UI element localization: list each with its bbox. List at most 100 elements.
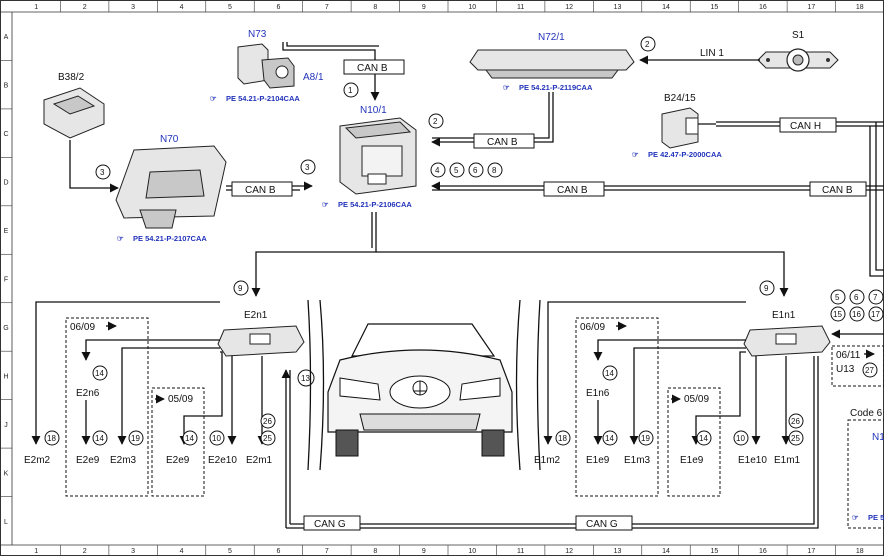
svg-text:10: 10 [736, 434, 745, 443]
e1m3-label: E1m3 [624, 455, 651, 466]
n70-overhead-control-panel[interactable]: N70 ☞ PE 54.21-P-2107CAA [115, 134, 227, 243]
e2e10-label: E2e10 [208, 455, 237, 466]
grid-column-label: 2 [83, 548, 87, 555]
grid-column-label: 15 [711, 4, 719, 11]
svg-text:5: 5 [454, 166, 459, 175]
svg-text:1: 1 [348, 86, 353, 95]
svg-text:3: 3 [100, 168, 105, 177]
can-h-label: CAN H [790, 121, 821, 132]
svg-text:27: 27 [865, 366, 874, 375]
svg-text:14: 14 [95, 434, 104, 443]
n73-module[interactable]: N73 A8/1 ☞ PE 54.21-P-2104CAA [210, 29, 324, 103]
e2n1-label: E2n1 [244, 310, 268, 321]
n72-1-ref[interactable]: PE 54.21-P-2119CAA [519, 83, 593, 92]
n10-1-ref[interactable]: PE 54.21-P-2106CAA [338, 200, 412, 209]
e1n1-label: E1n1 [772, 310, 796, 321]
can-b-n70-label: CAN B [245, 185, 276, 196]
e2e9a-label: E2e9 [76, 455, 100, 466]
grid-column-label: 12 [565, 4, 573, 11]
e1n6-label: E1n6 [586, 388, 610, 399]
grid-column-label: 16 [759, 4, 767, 11]
grid-column-label: 9 [422, 548, 426, 555]
grid-column-label: 2 [83, 4, 87, 11]
grid-column-label: 1 [34, 4, 38, 11]
svg-text:19: 19 [641, 434, 650, 443]
n70-label: N70 [160, 134, 179, 145]
n73-ref-icon: ☞ [210, 94, 217, 103]
grid-column-label: 15 [711, 548, 719, 555]
grid-row-label: K [4, 470, 9, 477]
e1n1-module[interactable]: E1n1 [743, 310, 831, 357]
n1-partial-ref[interactable]: PE 5 [868, 513, 884, 522]
s1-label: S1 [792, 30, 805, 41]
grid-row-label: H [3, 373, 8, 380]
grid-row-label: C [3, 131, 8, 138]
top-wiring: CAN B 1 CAN B 2 LIN 1 2 CAN H 3 CAN B 3 [69, 36, 884, 297]
svg-text:18: 18 [47, 434, 56, 443]
a8-1-label: A8/1 [303, 72, 324, 83]
b38-2-sensor[interactable]: B38/2 [43, 72, 105, 139]
grid-column-label: 11 [517, 548, 524, 555]
svg-text:2: 2 [433, 117, 438, 126]
n73-label: N73 [248, 29, 267, 40]
svg-text:26: 26 [263, 417, 272, 426]
svg-text:5: 5 [835, 293, 840, 302]
grid-column-label: 5 [228, 548, 232, 555]
grid-column-label: 4 [180, 548, 184, 555]
grid-column-label: 17 [807, 548, 815, 555]
n10-1-sam-module[interactable]: N10/1 ☞ PE 54.21-P-2106CAA [322, 105, 417, 209]
n1-partial-ref-icon: ☞ [852, 513, 859, 522]
svg-text:14: 14 [605, 369, 614, 378]
grid-column-label: 8 [373, 548, 377, 555]
e1e10-label: E1e10 [738, 455, 767, 466]
can-b-right-label: CAN B [822, 185, 853, 196]
e2m3-label: E2m3 [110, 455, 137, 466]
can-b-top-label: CAN B [357, 63, 388, 74]
svg-text:7: 7 [873, 293, 878, 302]
can-g-bus: CAN G CAN G [281, 356, 819, 531]
b24-15-sensor[interactable]: B24/15 ☞ PE 42.47-P-2000CAA [632, 93, 722, 159]
b24-15-label: B24/15 [664, 93, 696, 104]
b24-15-ref[interactable]: PE 42.47-P-2000CAA [648, 150, 722, 159]
grid-column-label: 8 [373, 4, 377, 11]
grid-row-label: J [4, 422, 8, 429]
b24-15-ref-icon: ☞ [632, 150, 639, 159]
svg-text:15: 15 [833, 310, 842, 319]
e2m1-label: E2m1 [246, 455, 273, 466]
grid-row-label: G [3, 325, 8, 332]
svg-text:14: 14 [699, 434, 708, 443]
right-edge-partial: 5 6 7 15 16 17 06/11 U13 27 Code 6 N1 ☞ … [830, 289, 884, 529]
left-headlamp-cluster: E2n1 06/09 05/09 14 E2n6 18 14 19 14 10 [24, 299, 312, 497]
right-headlamp-cluster: E1n1 06/09 05/09 14 E1n6 18 14 19 14 10 … [534, 299, 884, 497]
n70-ref-icon: ☞ [117, 234, 124, 243]
n72-1-module[interactable]: N72/1 ☞ PE 54.21-P-2119CAA [469, 32, 635, 92]
s1-switch[interactable]: S1 [757, 30, 839, 72]
grid-column-label: 3 [131, 548, 135, 555]
svg-text:6: 6 [473, 166, 478, 175]
left-0509-note: 05/09 [168, 394, 193, 405]
grid-column-label: 6 [276, 4, 280, 11]
e2n6-label: E2n6 [76, 388, 100, 399]
grid-column-label: 10 [468, 548, 476, 555]
e2n1-module[interactable]: E2n1 [217, 310, 305, 357]
grid-column-label: 18 [856, 548, 864, 555]
svg-text:10: 10 [212, 434, 221, 443]
grid-column-label: 12 [565, 548, 573, 555]
grid-row-label: E [4, 228, 9, 235]
grid-column-label: 13 [614, 548, 622, 555]
svg-text:25: 25 [263, 434, 272, 443]
grid-row-label: D [3, 180, 8, 187]
right-0609-note: 06/09 [580, 322, 605, 333]
svg-text:19: 19 [131, 434, 140, 443]
n73-ref[interactable]: PE 54.21-P-2104CAA [226, 94, 300, 103]
n70-ref[interactable]: PE 54.21-P-2107CAA [133, 234, 207, 243]
code-partial-label: Code 6 [850, 408, 883, 419]
grid-column-label: 14 [662, 4, 670, 11]
grid-column-label: 9 [422, 4, 426, 11]
can-g-left-label: CAN G [314, 519, 346, 530]
